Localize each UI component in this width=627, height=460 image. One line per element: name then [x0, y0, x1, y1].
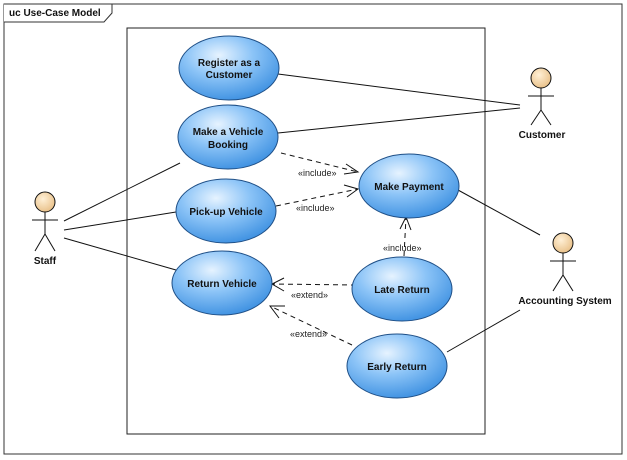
usecase-pickup[interactable]: Pick-up Vehicle	[175, 178, 277, 244]
usecase-return[interactable]: Return Vehicle	[171, 250, 273, 316]
usecase-payment[interactable]: Make Payment	[358, 153, 460, 219]
label-extend-late: «extend»	[291, 290, 328, 300]
assoc-staff-pickup	[63, 211, 177, 231]
arrowhead-extend-early	[269, 305, 285, 319]
dependencies	[269, 152, 412, 346]
actor-customer-label: Customer	[519, 130, 566, 141]
usecase-early-return-label: Early Return	[367, 362, 426, 373]
usecase-booking[interactable]: Make a Vehicle Booking	[177, 104, 279, 170]
assoc-staff-return	[63, 237, 177, 271]
assoc-staff-booking	[63, 162, 181, 222]
arrowhead-include-pickup	[343, 184, 360, 198]
actor-accounting-system[interactable]: Accounting System	[518, 232, 612, 307]
include-late-payment	[403, 216, 407, 257]
usecase-register-line1: Register as a	[198, 58, 261, 69]
assoc-accounting-payment	[457, 189, 541, 236]
actor-staff-label: Staff	[34, 256, 57, 267]
extend-early-return	[269, 305, 353, 346]
usecase-pickup-label: Pick-up Vehicle	[189, 207, 263, 218]
actor-accounting-label: Accounting System	[518, 296, 611, 307]
usecase-register[interactable]: Register as a Customer	[178, 35, 280, 101]
usecase-return-label: Return Vehicle	[187, 279, 257, 290]
frame-title: uc Use-Case Model	[9, 8, 101, 19]
arrowhead-include-booking	[343, 163, 360, 175]
actor-customer[interactable]: Customer	[519, 67, 566, 141]
usecase-early-return[interactable]: Early Return	[346, 333, 448, 399]
assoc-customer-register	[277, 73, 521, 106]
label-include-late: «include»	[383, 243, 422, 253]
usecase-payment-label: Make Payment	[374, 182, 444, 193]
usecase-late-return-label: Late Return	[374, 285, 430, 296]
associations	[63, 73, 541, 353]
label-include-pickup: «include»	[296, 203, 335, 213]
system-boundary	[126, 27, 486, 435]
usecase-booking-line2: Booking	[208, 140, 248, 151]
include-booking-payment	[280, 152, 359, 173]
stick-figure-icon	[32, 191, 58, 252]
assoc-customer-booking	[277, 107, 521, 134]
label-include-booking: «include»	[298, 168, 337, 178]
include-pickup-payment	[275, 188, 359, 207]
usecase-register-line2: Customer	[206, 70, 253, 81]
usecase-booking-line1: Make a Vehicle	[193, 127, 264, 138]
actor-staff[interactable]: Staff	[32, 191, 58, 267]
stick-figure-icon	[550, 232, 576, 292]
usecase-late-return[interactable]: Late Return	[351, 256, 453, 322]
assoc-accounting-early	[446, 309, 521, 353]
label-extend-early: «extend»	[290, 329, 327, 339]
diagram-frame: uc Use-Case Model	[3, 3, 623, 455]
stick-figure-icon	[528, 67, 554, 126]
